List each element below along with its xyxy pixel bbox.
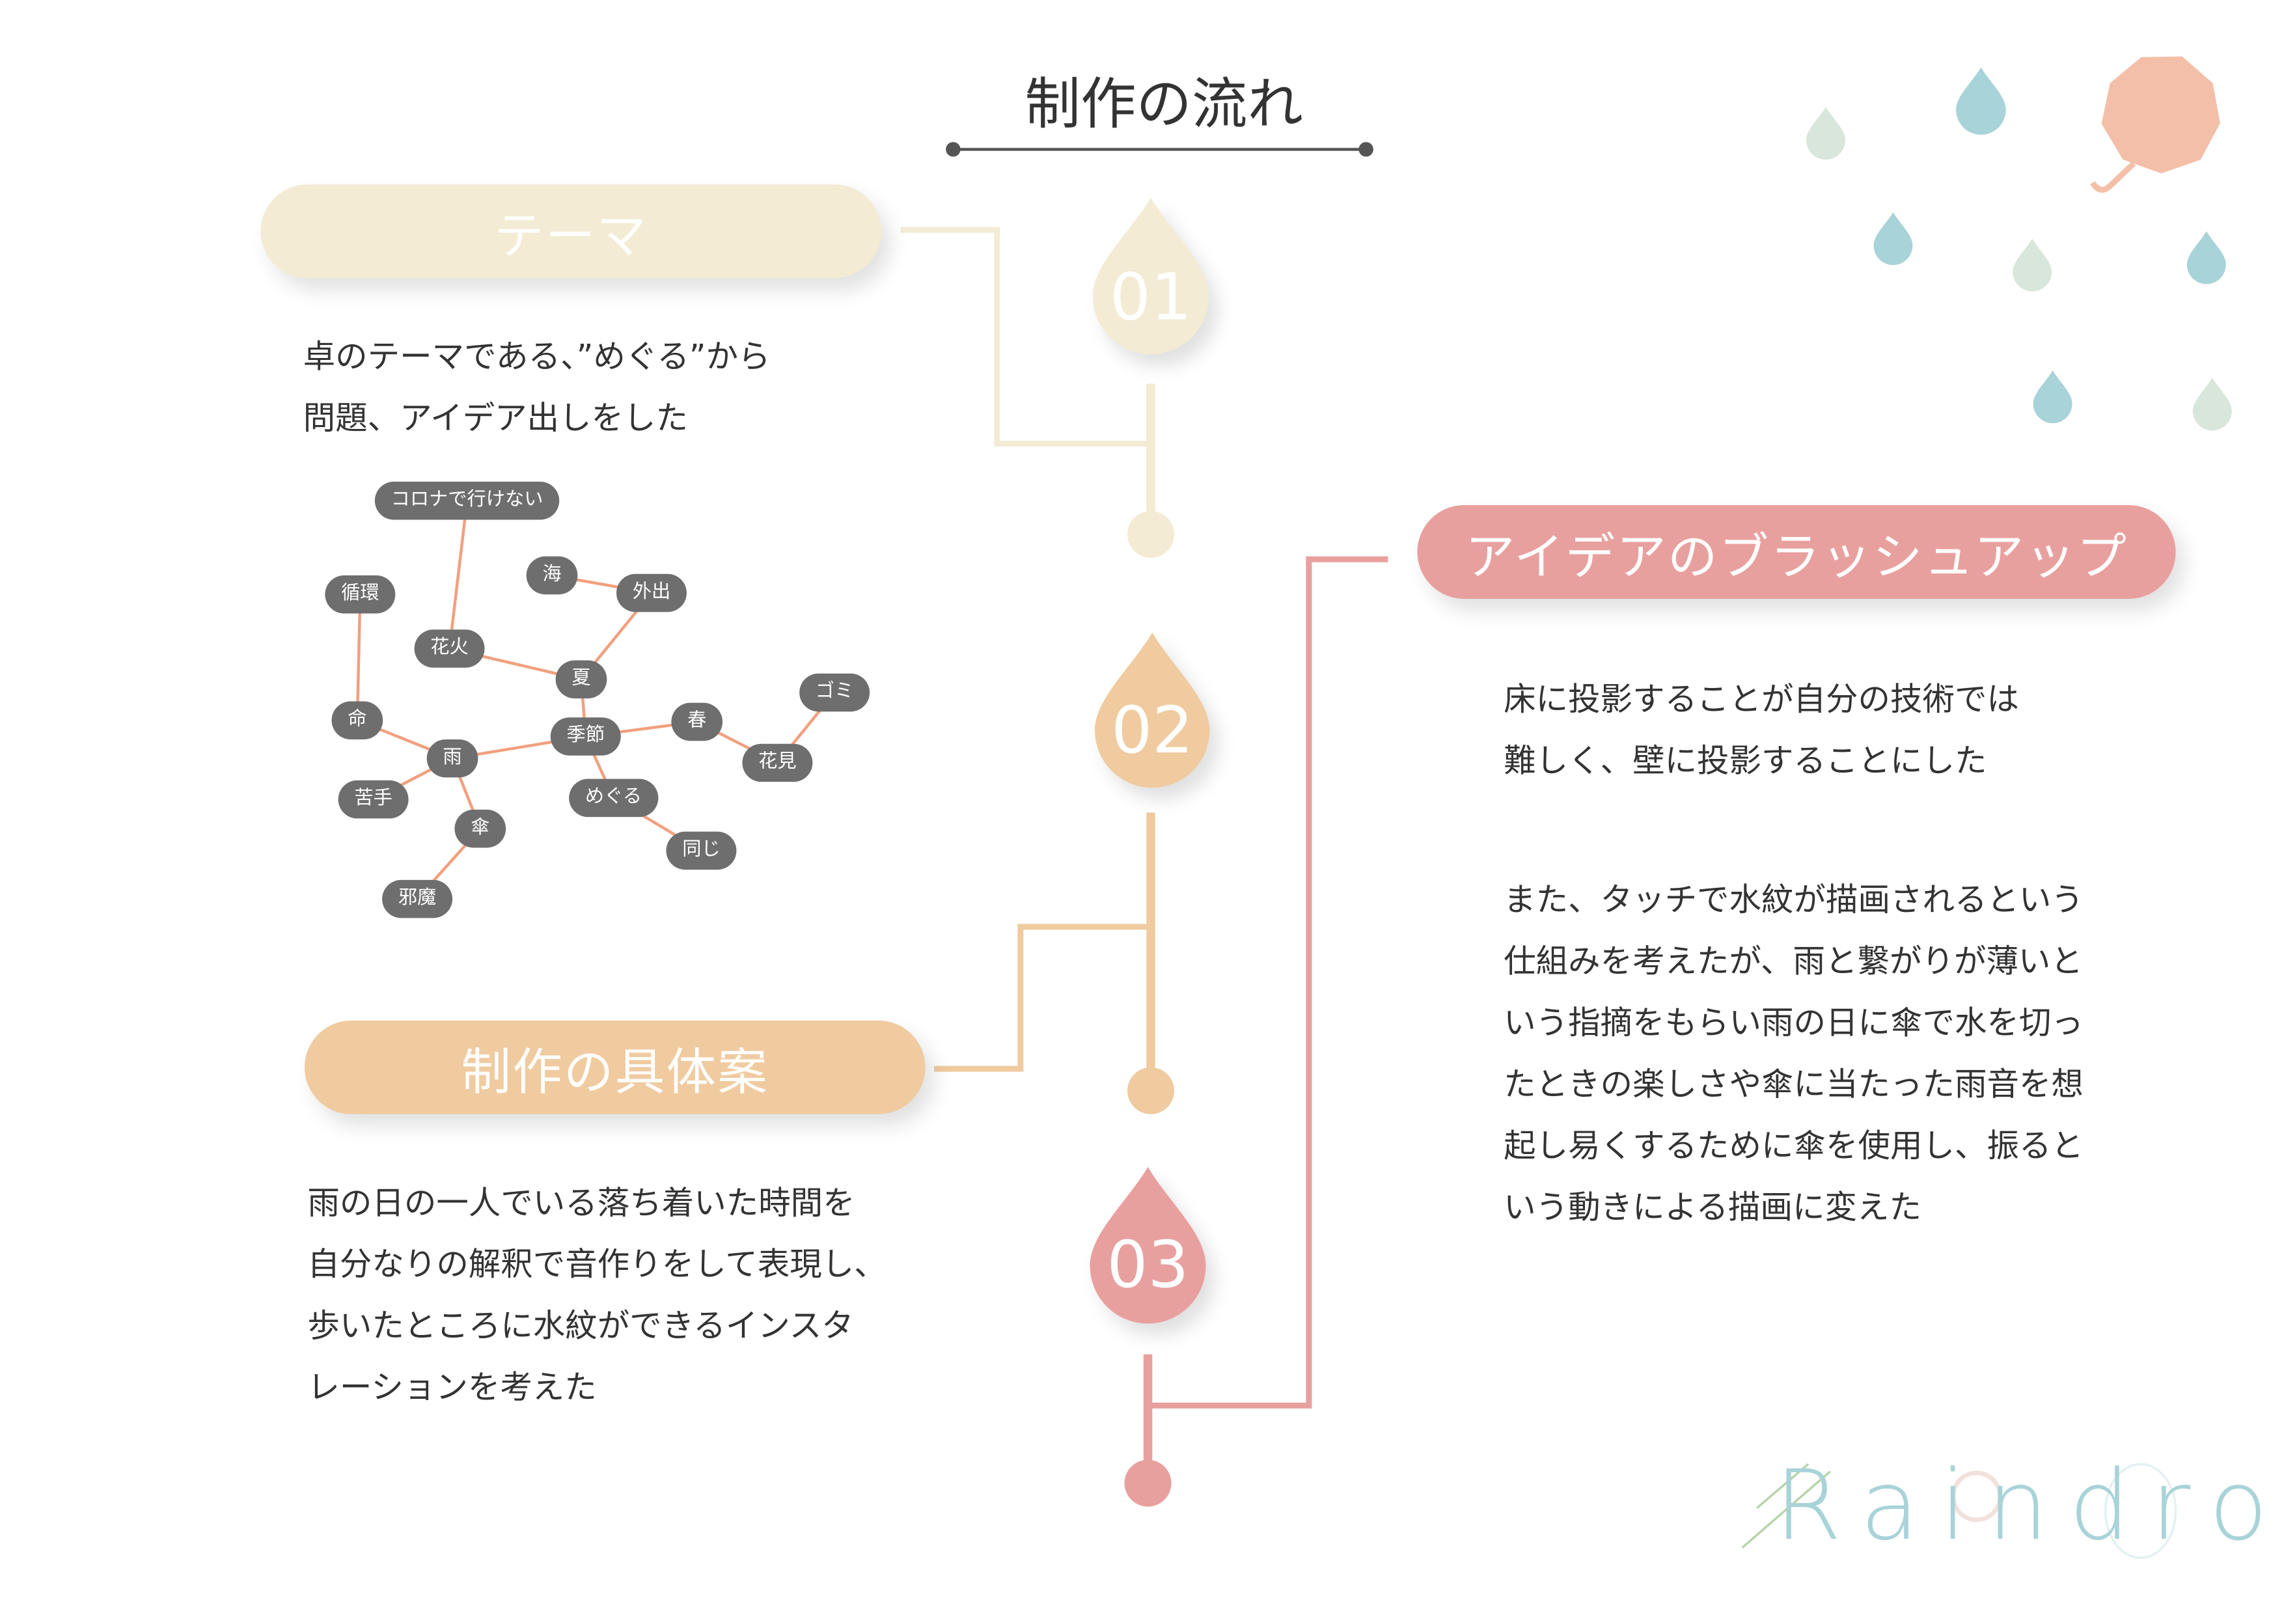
step-01-description: 卓のテーマである、”めぐる”から 問題、アイデア出しをした (303, 328, 771, 451)
page-title: 制作の流れ (1025, 72, 1303, 137)
title-underline (946, 142, 1373, 157)
raindrop-decorations (1806, 67, 2232, 431)
mindmap-node: 季節 (550, 717, 621, 756)
step-01-number: 01 (1110, 260, 1192, 336)
mindmap-edge (448, 501, 469, 649)
text-line: 雨の日の一人でいる落ち着いた時間を (307, 1186, 855, 1223)
mindmap-node: 雨 (426, 739, 478, 778)
mindmap-node: 花見 (742, 743, 813, 782)
step-03-number: 03 (1107, 1228, 1189, 1303)
mindmap-node: 花火 (414, 629, 485, 668)
text-line: いう指摘をもらい雨の日に傘で水を切っ (1504, 1006, 2084, 1043)
mindmap-edges (355, 501, 836, 900)
text-line: 歩いたところに水紋ができるインスタ (307, 1308, 854, 1346)
step-02-drop-icon (1095, 632, 1210, 788)
mindmap-edge (355, 594, 362, 721)
step-01-label: テーマ (260, 184, 882, 279)
logo-decorations (1741, 1463, 2177, 1560)
text-line: レーションを考えた (307, 1370, 597, 1407)
step-03-drop-icon (1090, 1166, 1206, 1324)
mindmap-node: 傘 (454, 809, 506, 848)
text-line: 難しく、壁に投影することにした (1504, 743, 1987, 780)
text-line: いう動きによる描画に変えた (1504, 1190, 1921, 1227)
text-line: 卓のテーマである、”めぐる”から (303, 339, 771, 377)
mindmap-node: コロナで行けない (374, 482, 560, 520)
step-01-drop-icon (1092, 197, 1209, 355)
raindrop-icon (2033, 370, 2072, 424)
umbrella-icon (2090, 56, 2220, 193)
mindmap-node: 夏 (555, 660, 607, 698)
mindmap-node: 邪魔 (382, 879, 453, 918)
mindmap-node: めぐる (569, 778, 658, 818)
raindrop-icon (1806, 107, 1845, 160)
text-line: 自分なりの解釈で音作りをして表現し、 (307, 1247, 887, 1284)
raindrop-icon (2192, 378, 2232, 431)
text-line: 仕組みを考えたが、雨と繋がりが薄いと (1504, 944, 2083, 982)
text-line: また、タッチで水紋が描画されるという (1504, 883, 2084, 920)
mindmap-node: 循環 (325, 575, 396, 614)
text-line: たときの楽しさや傘に当たった雨音を想 (1504, 1067, 2084, 1105)
text-line: 起し易くするために傘を使用し、振ると (1504, 1129, 2084, 1166)
mindmap-node: 苦手 (338, 780, 409, 819)
step-02-label: 制作の具体案 (304, 1020, 926, 1114)
mindmap-node: 春 (671, 702, 723, 741)
step-03-description-2: また、タッチで水紋が描画されるという 仕組みを考えたが、雨と繋がりが薄いと いう… (1504, 871, 2084, 1240)
step-03-label: アイデアのブラッシュアップ (1417, 505, 2176, 599)
connector-02 (934, 812, 1155, 1091)
raindrop-logo: Raindrop (1774, 1449, 2284, 1563)
step-03-description: 床に投影することが自分の技術では 難しく、壁に投影することにした (1504, 670, 2019, 793)
step-02-number: 02 (1111, 694, 1194, 769)
step-02-description: 雨の日の一人でいる落ち着いた時間を 自分なりの解釈で音作りをして表現し、 歩いた… (307, 1174, 886, 1420)
mindmap-node: 同じ (666, 831, 737, 870)
timeline-dot (1127, 511, 1175, 558)
mindmap-node: 外出 (616, 573, 687, 612)
text-line: 問題、アイデア出しをした (303, 401, 689, 438)
mindmap-node: 命 (331, 701, 383, 739)
raindrop-icon (1873, 212, 1913, 266)
raindrop-icon (1956, 67, 2006, 135)
raindrop-icon (2013, 238, 2052, 292)
connector-01 (900, 227, 1155, 535)
mindmap-node: 海 (526, 556, 578, 595)
mindmap-node: ゴミ (799, 673, 870, 712)
timeline-dot (1127, 1067, 1175, 1114)
raindrop-icon (2186, 231, 2226, 284)
text-line: 床に投影することが自分の技術では (1504, 682, 2019, 719)
timeline-dot (1124, 1459, 1172, 1507)
